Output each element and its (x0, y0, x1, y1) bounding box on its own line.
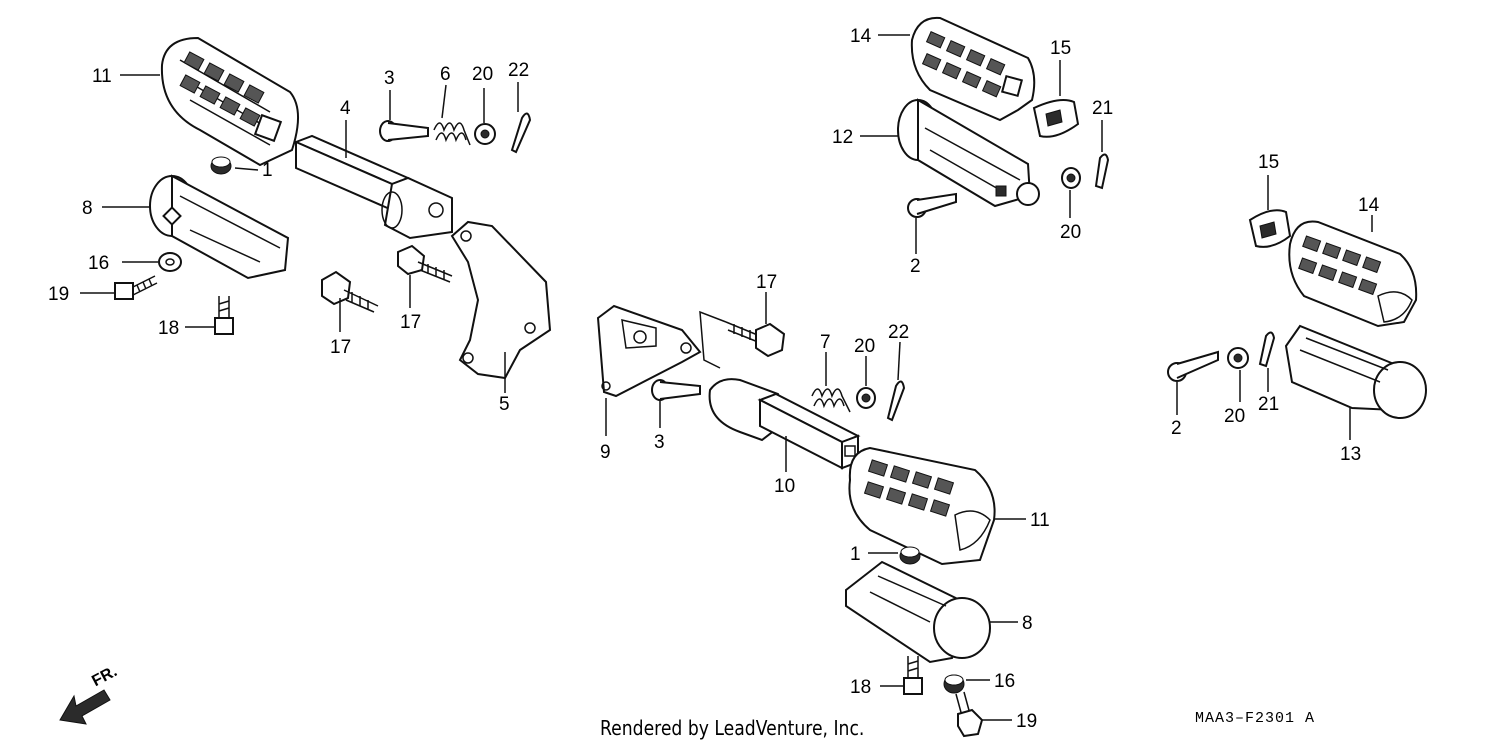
footpeg-arm-10 (708, 378, 861, 470)
bolt-19-middle (955, 691, 984, 738)
footpeg-arm-4 (293, 134, 453, 240)
callout-3: 3 (384, 68, 395, 89)
footpeg-holder-8-middle (845, 560, 991, 664)
callout-18: 18 (158, 318, 179, 339)
bolt-17-middle (725, 321, 786, 358)
callout-20: 20 (1224, 406, 1245, 427)
spring-7 (811, 388, 851, 413)
footpeg-holder-8-left (149, 174, 290, 280)
callout-13: 13 (1340, 444, 1361, 465)
callout-18: 18 (850, 677, 871, 698)
callout-19: 19 (48, 284, 69, 305)
cotter-pin-22-left (510, 112, 532, 154)
callout-9: 9 (600, 442, 611, 463)
cotter-pin-21-right (1258, 331, 1276, 368)
bolt-18-left (214, 296, 234, 335)
callout-3: 3 (654, 432, 665, 453)
footpeg-holder-13 (1284, 324, 1427, 419)
pin-2-top (907, 192, 957, 218)
footpeg-holder-12 (897, 98, 1040, 208)
callout-21: 21 (1092, 98, 1113, 119)
callout-14: 14 (1358, 195, 1380, 216)
callout-8: 8 (1022, 613, 1033, 634)
callout-1: 1 (850, 544, 861, 565)
bolt-17-left-b (397, 244, 453, 283)
callout-17: 17 (756, 272, 777, 293)
callout-22: 22 (888, 322, 909, 343)
callout-1: 1 (262, 160, 273, 181)
callout-2: 2 (910, 256, 921, 277)
washer-plate-15-top (1032, 99, 1080, 138)
callout-labels: 11 1 8 16 19 18 3 6 20 22 4 17 17 5 14 1… (48, 26, 1380, 732)
callout-10: 10 (774, 476, 795, 497)
rubber-footpeg-11-left (160, 36, 299, 167)
rubber-footpeg-11-middle (848, 446, 996, 566)
pin-2-right (1167, 350, 1219, 382)
bolt-17-left-a (321, 270, 379, 313)
rubber-footpeg-14-right (1288, 220, 1418, 328)
cotter-pin-22-middle (886, 380, 906, 422)
callout-11: 11 (1030, 510, 1050, 531)
callout-6: 6 (440, 64, 451, 85)
front-direction-arrow (59, 689, 111, 725)
pin-3-middle (651, 379, 701, 401)
callout-12: 12 (832, 127, 853, 148)
callout-16: 16 (88, 253, 109, 274)
washer-20-middle (856, 387, 876, 409)
bolt-18-middle (903, 656, 923, 695)
callout-7: 7 (820, 332, 831, 353)
callout-20: 20 (472, 64, 493, 85)
pin-3-left (379, 120, 429, 142)
drawing-code: MAA3–F2301 A (1195, 710, 1316, 727)
callout-17: 17 (330, 337, 351, 358)
bolt-19-left (114, 275, 158, 300)
collar-1-left (210, 156, 232, 175)
render-credit: Rendered by LeadVenture, Inc. (600, 716, 865, 740)
callout-21: 21 (1258, 394, 1279, 415)
callout-22: 22 (508, 60, 529, 81)
washer-20-top (1061, 167, 1081, 189)
callout-15: 15 (1050, 38, 1071, 59)
callout-2: 2 (1171, 418, 1182, 439)
callout-20: 20 (854, 336, 875, 357)
callout-8: 8 (82, 198, 93, 219)
callout-20: 20 (1060, 222, 1081, 243)
callout-19: 19 (1016, 711, 1037, 732)
leader-lines (80, 34, 1373, 721)
callout-16: 16 (994, 671, 1015, 692)
spring-6 (433, 122, 471, 146)
washer-20-left (474, 123, 496, 145)
callout-15: 15 (1258, 152, 1279, 173)
collar-1-middle (899, 546, 921, 565)
callout-17: 17 (400, 312, 421, 333)
washer-16-left (158, 252, 182, 272)
callout-4: 4 (340, 98, 351, 119)
washer-20-right (1227, 347, 1249, 369)
washer-16-middle (943, 674, 965, 694)
bracket-5 (450, 220, 552, 380)
callout-11: 11 (92, 66, 112, 87)
washer-plate-15-right (1248, 209, 1292, 248)
cotter-pin-21-top (1094, 153, 1110, 190)
rubber-footpeg-14-top (910, 16, 1036, 122)
callout-14: 14 (850, 26, 872, 47)
callout-5: 5 (499, 394, 510, 415)
bracket-9 (596, 304, 702, 398)
